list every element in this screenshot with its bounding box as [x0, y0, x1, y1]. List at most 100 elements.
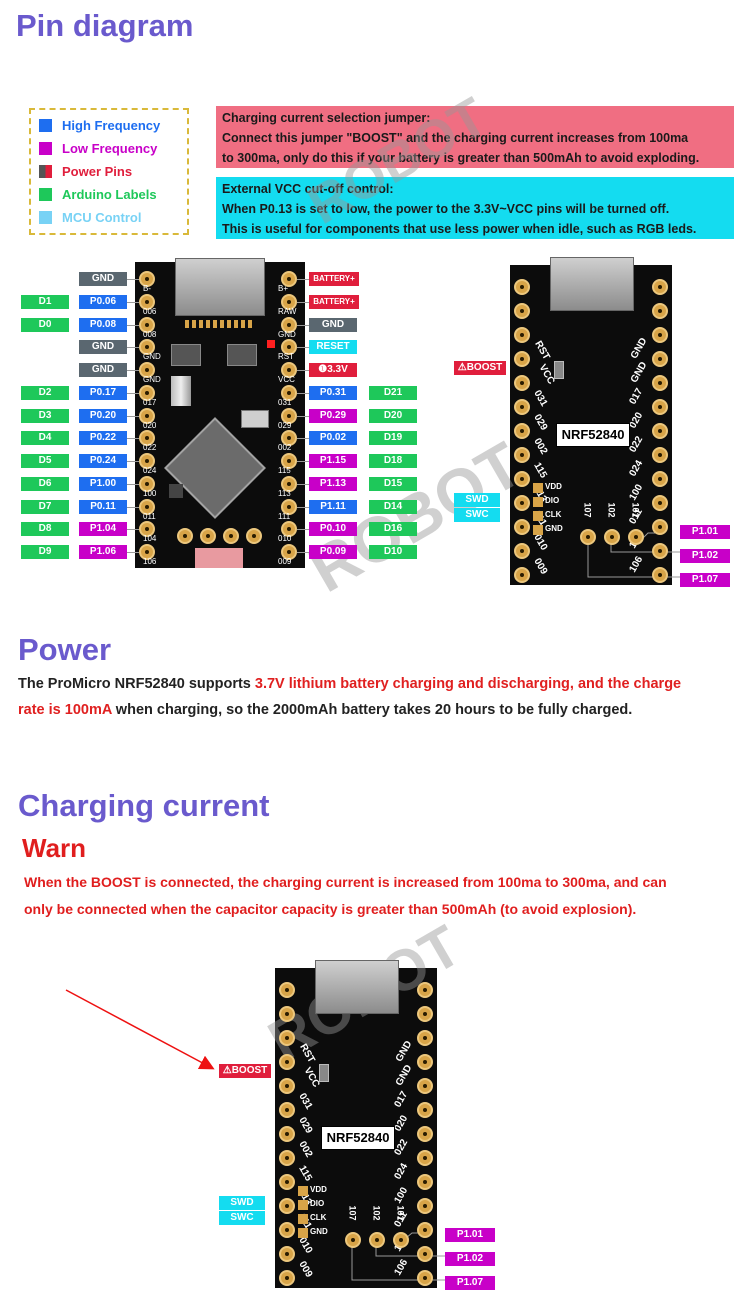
b3-pin-right	[417, 1222, 433, 1238]
legend-item: Power Pins	[39, 162, 132, 180]
legend-item: MCU Control	[39, 208, 141, 226]
b2-pin-right	[652, 351, 668, 367]
tag-connector	[297, 461, 309, 462]
b2-debug-label: VDD	[545, 482, 562, 491]
b2-p102-tag: P1.02	[680, 549, 730, 563]
pin-hole	[281, 271, 297, 287]
b3-pin-right	[417, 1078, 433, 1094]
power-text-2: 3.7V lithium battery charging and discha…	[254, 676, 682, 692]
silk-label-right: 010	[278, 534, 292, 544]
b3-debug-label: CLK	[310, 1213, 327, 1222]
tag-connector	[297, 301, 309, 303]
legend-item: Low Frequency	[39, 139, 157, 157]
vcc-note-line1: When P0.13 is set to low, the power to t…	[222, 202, 670, 216]
b3-pin-right	[417, 1270, 433, 1286]
b2-debug-label: CLK	[545, 510, 562, 519]
tag-connector	[297, 552, 309, 553]
pin-hole	[281, 339, 297, 356]
silk-label-left: 017	[143, 397, 157, 407]
pin-hole	[139, 362, 155, 378]
arduino-tag-left: D5	[21, 454, 69, 468]
b2-pin-left	[514, 327, 530, 343]
b2-debug-label: GND	[545, 524, 563, 533]
b3-pin-left	[279, 1174, 295, 1190]
silk-label-left: 020	[143, 420, 157, 430]
power-text-1: The ProMicro NRF52840 supports	[18, 676, 255, 692]
b3-pin-left	[279, 1198, 295, 1214]
vcc-note-line2: This is useful for components that use l…	[222, 222, 697, 236]
b3-pin-left	[279, 1222, 295, 1238]
arduino-tag-right: D10	[369, 545, 417, 559]
test-pad	[200, 528, 216, 544]
legend-swatch	[39, 118, 52, 132]
tag-connector	[127, 506, 139, 508]
pin-hole	[281, 521, 297, 538]
pin-tag-right: P0.02	[309, 431, 357, 446]
b2-pin-left	[514, 567, 530, 583]
crystal-oscillator	[241, 410, 269, 428]
tag-connector	[127, 279, 139, 280]
pin-tag-right: P0.10	[309, 522, 357, 537]
usb-c-connector	[175, 258, 265, 316]
b3-boost-jumper	[319, 1064, 329, 1082]
arduino-tag-right: D14	[369, 499, 417, 514]
pin-hole	[281, 498, 297, 515]
pin-tag-right: BATTERY+	[309, 272, 359, 286]
silk-label-left: 008	[143, 329, 157, 339]
silk-label-left: 006	[143, 306, 157, 316]
b3-pin-right	[417, 1102, 433, 1118]
legend-label: Power Pins	[62, 163, 133, 179]
b3-pin-left	[279, 1246, 295, 1262]
silk-label-left: 106	[143, 557, 157, 566]
legend-item: Arduino Labels	[39, 185, 157, 203]
b2-pin-right	[652, 471, 668, 487]
b3-pin-left	[279, 1054, 295, 1070]
pin-tag-left: GND	[79, 272, 127, 286]
pin-hole	[139, 521, 155, 538]
silk-label-right: GND	[278, 329, 296, 339]
pin-tag-right: P1.15	[309, 454, 357, 468]
b2-bottom-pad	[580, 529, 596, 545]
b3-debug-label: GND	[310, 1227, 328, 1236]
b3-pin-right	[417, 982, 433, 998]
pin-hole	[139, 316, 155, 333]
leader-p107-b3	[351, 1239, 446, 1281]
b2-debug-pad	[533, 525, 543, 535]
power-label: 3.3V	[327, 364, 348, 375]
tag-connector	[297, 483, 309, 485]
silk-label-right: 002	[278, 443, 292, 453]
tag-connector	[127, 301, 139, 303]
test-pad	[223, 528, 239, 544]
b2-bottom-pad-label: 107	[582, 502, 593, 518]
pin-hole	[139, 430, 155, 447]
legend-label: High Frequency	[62, 117, 161, 133]
b2-debug-pad	[533, 497, 543, 507]
pin-tag-left: P0.22	[79, 431, 127, 446]
b2-pin-right	[652, 375, 668, 391]
silk-label-left: 022	[143, 443, 157, 453]
b3-bottom-pad-label: 107	[347, 1205, 358, 1221]
arduino-tag-right: D19	[369, 431, 417, 446]
b3-pin-right	[417, 1126, 433, 1142]
legend-label: Low Frequency	[62, 140, 158, 156]
tag-connector	[127, 347, 139, 349]
arduino-tag-right: D18	[369, 454, 417, 468]
b3-debug-label: DIO	[310, 1199, 325, 1208]
b3-chip-label: NRF52840	[321, 1126, 395, 1150]
leader-p102-b3	[375, 1239, 446, 1257]
tag-connector	[297, 347, 309, 349]
pin-tag-left: P0.08	[79, 317, 127, 332]
silk-label-left: 104	[143, 534, 157, 544]
silk-label-left: GND	[143, 352, 161, 362]
vcc-cutoff-note: External VCC cut-off control: When P0.13…	[216, 177, 734, 239]
small-ic	[169, 484, 183, 498]
tag-connector	[297, 438, 309, 440]
power-text-4: when charging, so the 2000mAh battery ta…	[111, 702, 633, 718]
boost-label: BOOST	[466, 362, 503, 373]
silk-label-left: GND	[143, 375, 161, 384]
b2-pin-right	[652, 423, 668, 439]
arduino-tag-right: D15	[369, 476, 417, 491]
b2-pin-left	[514, 471, 530, 487]
pin-tag-right: P0.29	[309, 408, 357, 423]
usb-pads	[185, 320, 255, 328]
